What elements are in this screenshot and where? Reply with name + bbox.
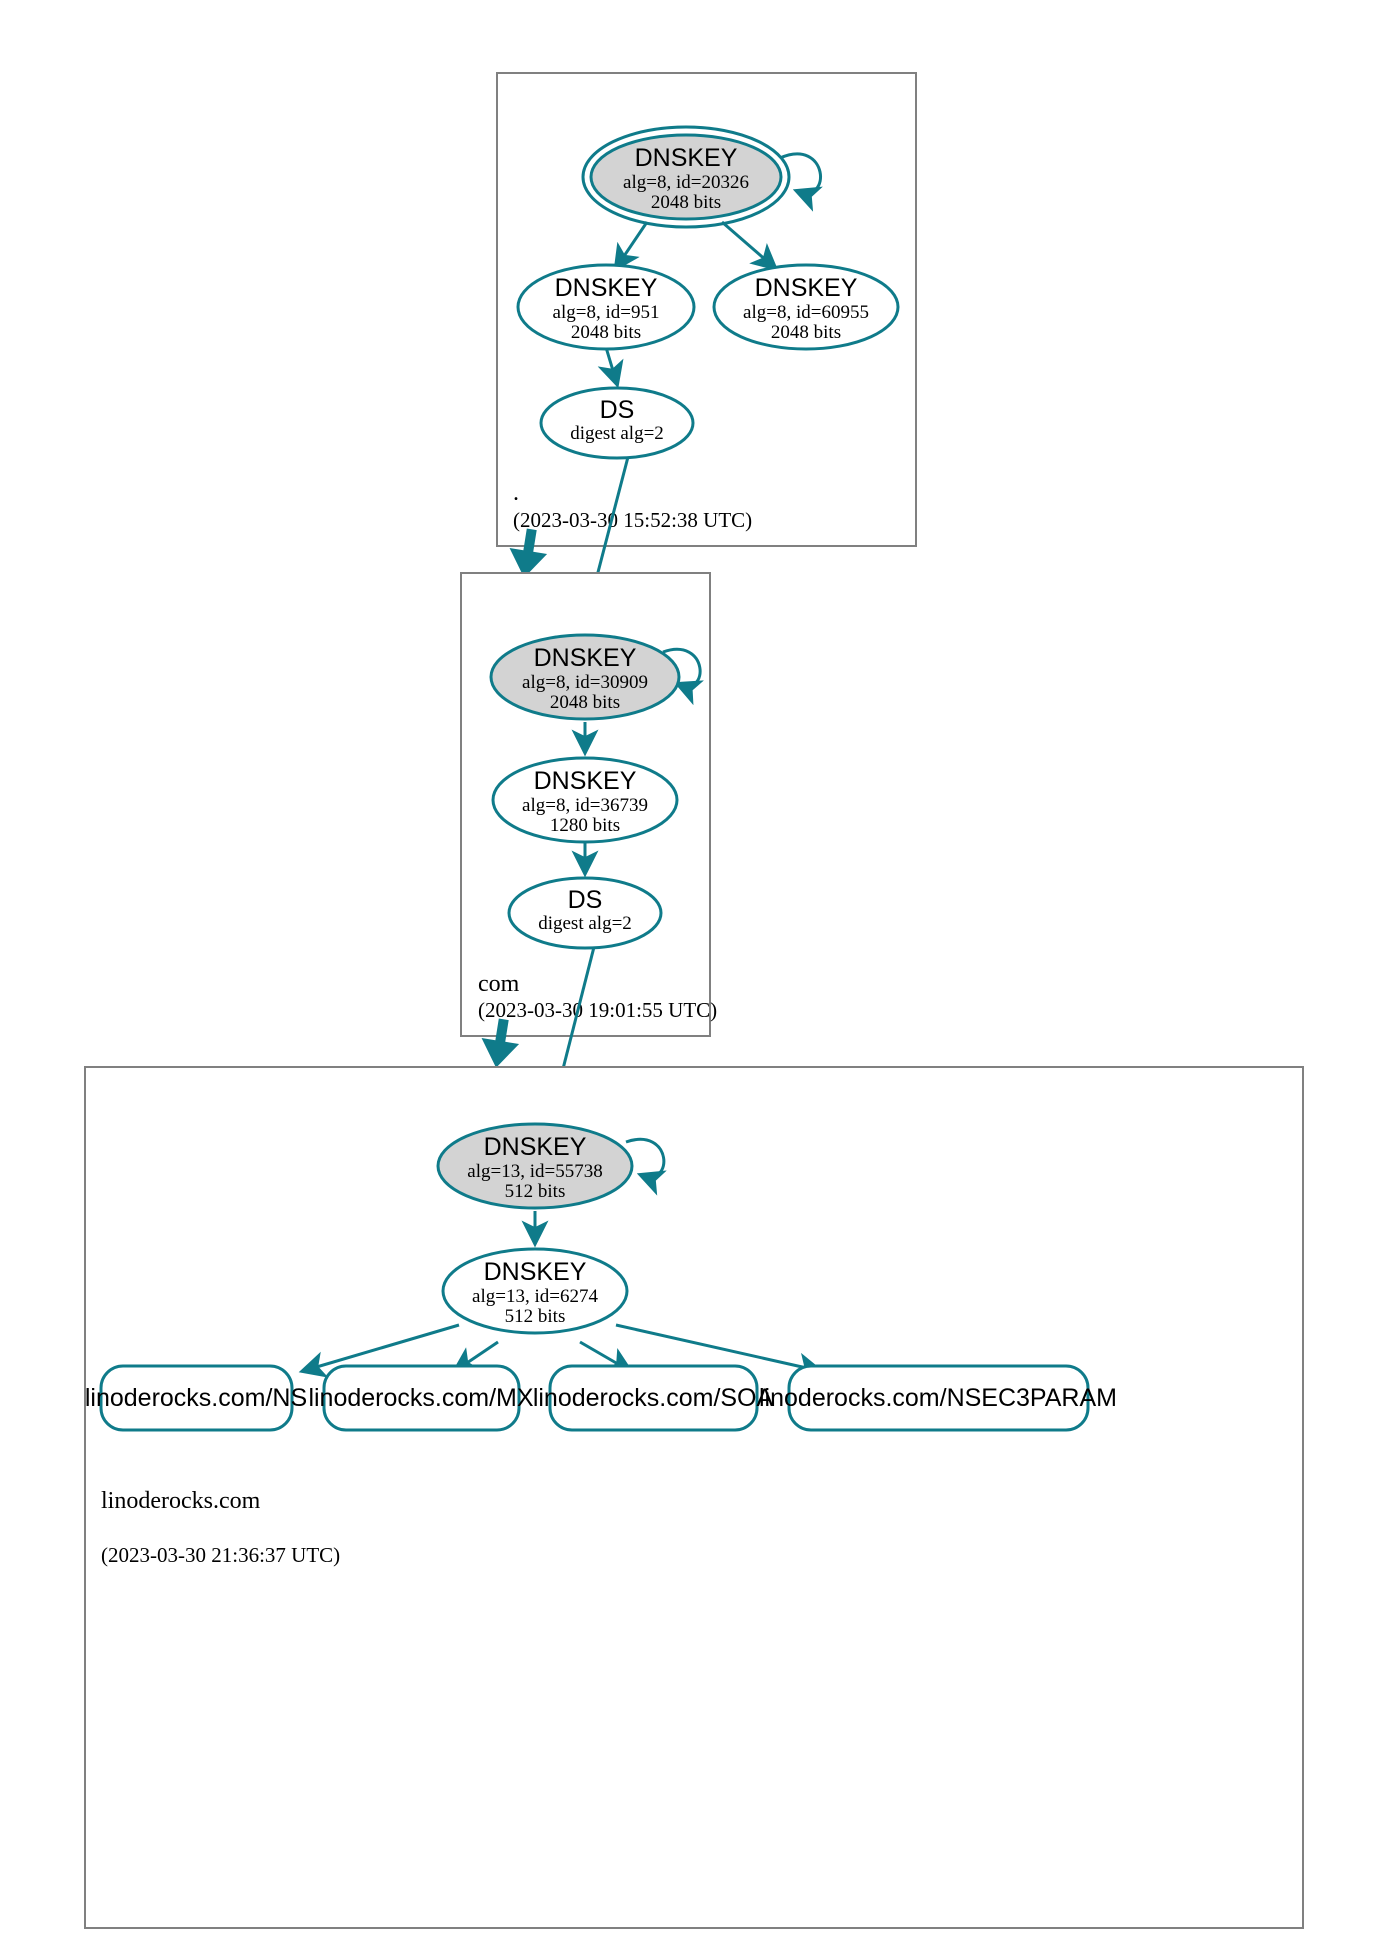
- zone-root-timestamp: (2023-03-30 15:52:38 UTC): [513, 508, 752, 532]
- node-shape: [491, 756, 679, 844]
- zone-com: DNSKEY alg=8, id=30909 2048 bits DNSKEY …: [460, 572, 717, 1037]
- node-shape: [516, 263, 696, 351]
- node-line2: alg=13, id=6274: [472, 1286, 598, 1307]
- node-line3: 1280 bits: [550, 815, 620, 836]
- edge-lr-zsk-to-nsec3param: [615, 1323, 825, 1380]
- zone-com-timestamp: (2023-03-30 19:01:55 UTC): [478, 998, 717, 1022]
- edge-root-ksk-to-zsk951: [613, 221, 649, 272]
- edge-lr-ksk-self-loop: [625, 1138, 667, 1196]
- node-root-zsk-951[interactable]: DNSKEY alg=8, id=951 2048 bits: [516, 263, 696, 351]
- node-line2: alg=8, id=951: [553, 302, 660, 323]
- node-com-ksk[interactable]: DNSKEY alg=8, id=30909 2048 bits: [489, 633, 681, 721]
- zone-com-label: com: [478, 971, 520, 997]
- rrset-shape: [548, 1364, 759, 1432]
- node-line2: digest alg=2: [538, 913, 632, 934]
- node-title: DNSKEY: [635, 144, 738, 172]
- node-lr-ksk[interactable]: DNSKEY alg=13, id=55738 512 bits: [436, 1122, 634, 1210]
- rrset-shape: [787, 1364, 1090, 1432]
- node-root-ds[interactable]: DS digest alg=2: [539, 386, 695, 460]
- rrset-shape: [99, 1364, 294, 1432]
- node-title: DNSKEY: [555, 274, 658, 302]
- delegation-root-to-com: [509, 527, 548, 578]
- rrset-mx[interactable]: linoderocks.com/MX: [308, 1364, 534, 1432]
- node-shape: [441, 1247, 629, 1335]
- node-line3: 2048 bits: [550, 692, 620, 713]
- delegation-arrow-shape: [509, 527, 548, 578]
- rrset-ns[interactable]: linoderocks.com/NS: [85, 1364, 307, 1432]
- zone-linoderocks: DNSKEY alg=13, id=55738 512 bits DNSKEY …: [84, 1066, 1304, 1929]
- delegation-arrow-shape: [481, 1017, 520, 1068]
- node-title: DS: [568, 886, 603, 914]
- edge-root-zsk951-to-ds: [597, 343, 624, 389]
- node-line2: alg=8, id=30909: [522, 672, 648, 693]
- zone-root-label: .: [513, 480, 519, 506]
- delegation-com-to-linoderocks: [481, 1017, 520, 1068]
- zone-linoderocks-border: [84, 1066, 1304, 1929]
- rrset-label: linoderocks.com/NS: [85, 1384, 307, 1412]
- node-root-ksk[interactable]: DNSKEY alg=8, id=20326 2048 bits: [581, 125, 791, 229]
- edge-root-ksk-to-zsk60955: [721, 220, 779, 271]
- rrset-label: linoderocks.com/NSEC3PARAM: [759, 1384, 1117, 1412]
- zone-linoderocks-label: linoderocks.com: [101, 1488, 261, 1514]
- node-title: DNSKEY: [484, 1133, 587, 1161]
- edge-lr-zsk-to-ns: [298, 1323, 460, 1378]
- node-shape: [539, 386, 695, 460]
- zone-linoderocks-timestamp: (2023-03-30 21:36:37 UTC): [101, 1543, 340, 1567]
- node-title: DS: [600, 396, 635, 424]
- node-title: DNSKEY: [755, 274, 858, 302]
- node-line2: alg=13, id=55738: [467, 1161, 602, 1182]
- rrset-shape: [322, 1364, 521, 1432]
- node-shape: [589, 133, 783, 221]
- node-title: DNSKEY: [534, 644, 637, 672]
- node-line2: alg=8, id=36739: [522, 795, 648, 816]
- node-line3: 512 bits: [505, 1306, 566, 1327]
- node-title: DNSKEY: [484, 1258, 587, 1286]
- node-shape: [507, 876, 663, 950]
- node-line3: 512 bits: [505, 1181, 566, 1202]
- rrset-soa[interactable]: linoderocks.com/SOA: [533, 1364, 774, 1432]
- node-shape: [436, 1122, 634, 1210]
- node-lr-zsk[interactable]: DNSKEY alg=13, id=6274 512 bits: [441, 1247, 629, 1335]
- node-line3: 2048 bits: [571, 322, 641, 343]
- node-com-ds[interactable]: DS digest alg=2: [507, 876, 663, 950]
- rrset-label: linoderocks.com/SOA: [533, 1384, 774, 1412]
- rrset-label: linoderocks.com/MX: [308, 1384, 533, 1412]
- node-line2: alg=8, id=20326: [623, 172, 749, 193]
- rrset-nsec3param[interactable]: linoderocks.com/NSEC3PARAM: [759, 1364, 1117, 1432]
- node-root-zsk-60955[interactable]: DNSKEY alg=8, id=60955 2048 bits: [712, 263, 900, 351]
- node-line3: 2048 bits: [771, 322, 841, 343]
- trust-anchor-outer-ring: [581, 125, 791, 229]
- node-title: DNSKEY: [534, 767, 637, 795]
- zone-root: DNSKEY alg=8, id=20326 2048 bits DNSKEY …: [496, 72, 917, 547]
- node-shape: [489, 633, 681, 721]
- node-shape: [712, 263, 900, 351]
- node-line3: 2048 bits: [651, 192, 721, 213]
- edge-com-ksk-self-loop: [662, 648, 704, 706]
- node-line2: alg=8, id=60955: [743, 302, 869, 323]
- node-line2: digest alg=2: [570, 423, 664, 444]
- edge-root-ksk-self-loop: [779, 152, 823, 212]
- node-com-zsk[interactable]: DNSKEY alg=8, id=36739 1280 bits: [491, 756, 679, 844]
